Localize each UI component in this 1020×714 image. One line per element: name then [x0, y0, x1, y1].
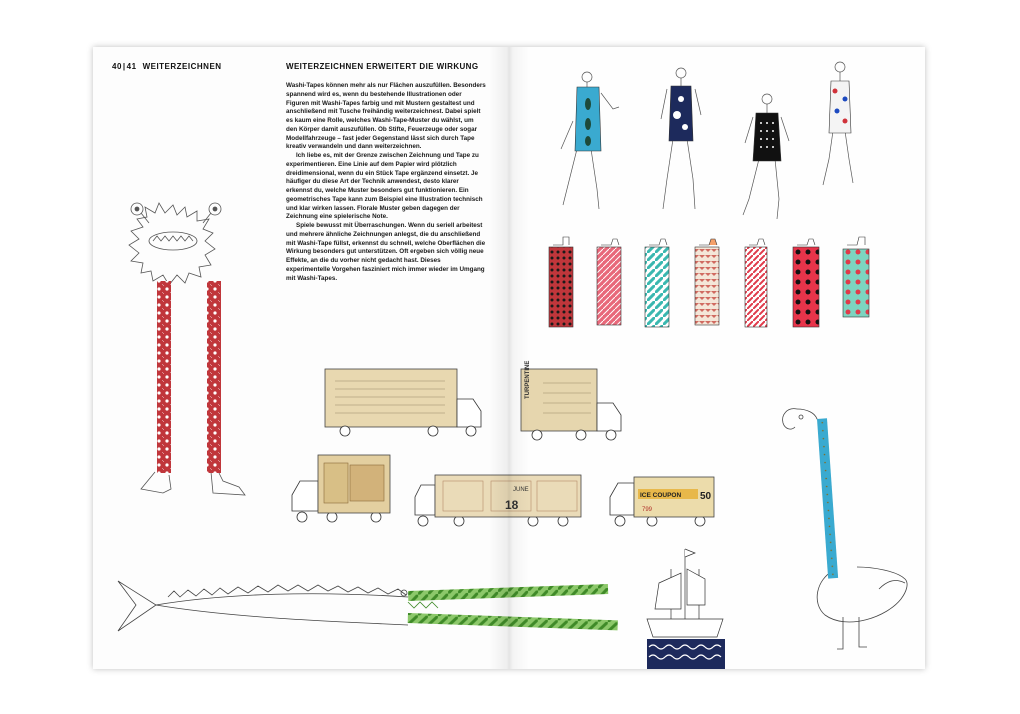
number-50-label: 50 — [700, 491, 712, 502]
book-spread: 40|41 WEITERZEICHNEN WEITERZEICHNEN ERWEI… — [93, 47, 925, 669]
coupon-label: ICE COUPON — [640, 492, 681, 499]
lighters — [548, 236, 870, 328]
page-number-separator: | — [122, 62, 126, 71]
fashion-figures — [560, 61, 854, 220]
bird-illustration — [782, 408, 908, 650]
truck-2: TURPENTINE — [520, 361, 622, 441]
article-body: Washi-Tapes können mehr als nur Flächen … — [286, 82, 486, 283]
shark-illustration — [117, 580, 618, 632]
article-heading: WEITERZEICHNEN ERWEITERT DIE WIRKUNG — [286, 62, 479, 71]
number-799-label: 799 — [642, 507, 653, 513]
turpentine-label: TURPENTINE — [525, 361, 531, 399]
number-18-label: 18 — [505, 498, 519, 512]
page-number-left: 40 — [112, 62, 122, 71]
truck-5: ICE COUPON 50 799 — [609, 476, 715, 527]
monster-illustration — [128, 202, 246, 496]
paragraph: Washi-Tapes können mehr als nur Flächen … — [286, 82, 486, 151]
june-label: JUNE — [513, 487, 529, 493]
paragraph: Ich liebe es, mit der Grenze zwischen Ze… — [286, 152, 483, 221]
truck-1 — [324, 368, 482, 437]
paragraph: Spiele bewusst mit Überraschungen. Wenn … — [286, 222, 486, 282]
ship-illustration — [646, 548, 725, 669]
truck-4: JUNE 18 — [414, 474, 582, 527]
section-title: WEITERZEICHNEN — [142, 62, 222, 71]
page-number-right: 41 — [126, 62, 137, 71]
truck-3 — [291, 454, 391, 523]
running-head: 40|41 WEITERZEICHNEN — [112, 62, 222, 71]
